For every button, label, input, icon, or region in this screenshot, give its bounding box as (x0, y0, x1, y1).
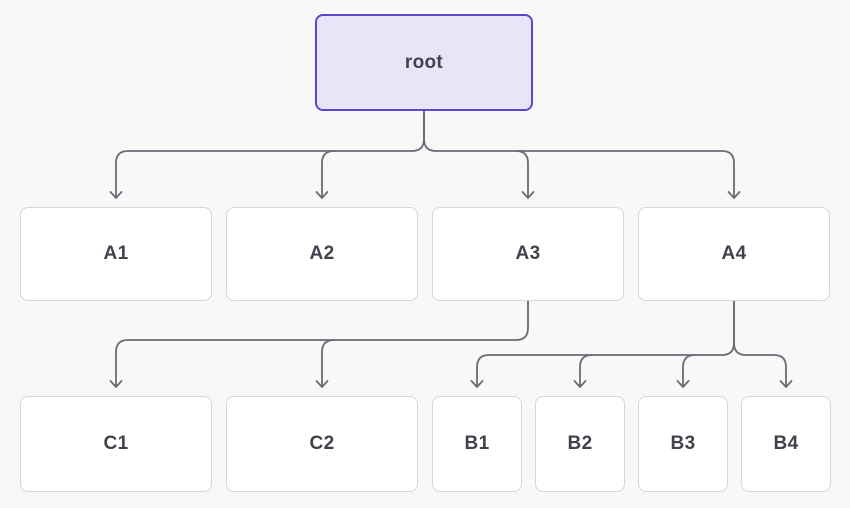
node-root[interactable]: root (315, 14, 533, 111)
connector-root-a3 (515, 150, 535, 199)
connector-root-a2 (315, 150, 335, 199)
node-c2[interactable]: C2 (226, 396, 418, 492)
node-b2-label: B2 (567, 433, 593, 454)
node-a1[interactable]: A1 (20, 207, 212, 301)
node-c1-label: C1 (103, 433, 129, 454)
node-a3-label: A3 (515, 243, 541, 264)
node-a3[interactable]: A3 (432, 207, 624, 301)
node-a1-label: A1 (103, 243, 129, 264)
node-b3[interactable]: B3 (638, 396, 728, 492)
connector-a4-b2 (573, 354, 593, 388)
node-root-label: root (404, 51, 444, 73)
node-a2[interactable]: A2 (226, 207, 418, 301)
node-a2-label: A2 (309, 243, 335, 264)
node-c2-label: C2 (309, 433, 335, 454)
node-b1-label: B1 (464, 433, 490, 454)
connector-a3-c1 (109, 300, 529, 388)
node-b4[interactable]: B4 (741, 396, 831, 492)
node-b3-label: B3 (670, 433, 696, 454)
node-b4-label: B4 (773, 433, 799, 454)
connector-a3-c2 (315, 339, 335, 388)
node-c1[interactable]: C1 (20, 396, 212, 492)
node-a4[interactable]: A4 (638, 207, 830, 301)
node-b2[interactable]: B2 (535, 396, 625, 492)
node-a4-label: A4 (721, 243, 747, 264)
connector-a4-b3 (676, 354, 696, 388)
connector-a4-b4 (733, 300, 793, 388)
node-b1[interactable]: B1 (432, 396, 522, 492)
connector-a4-b1 (470, 300, 735, 388)
connector-root-a4 (423, 110, 741, 199)
connector-root-a1 (109, 110, 425, 199)
